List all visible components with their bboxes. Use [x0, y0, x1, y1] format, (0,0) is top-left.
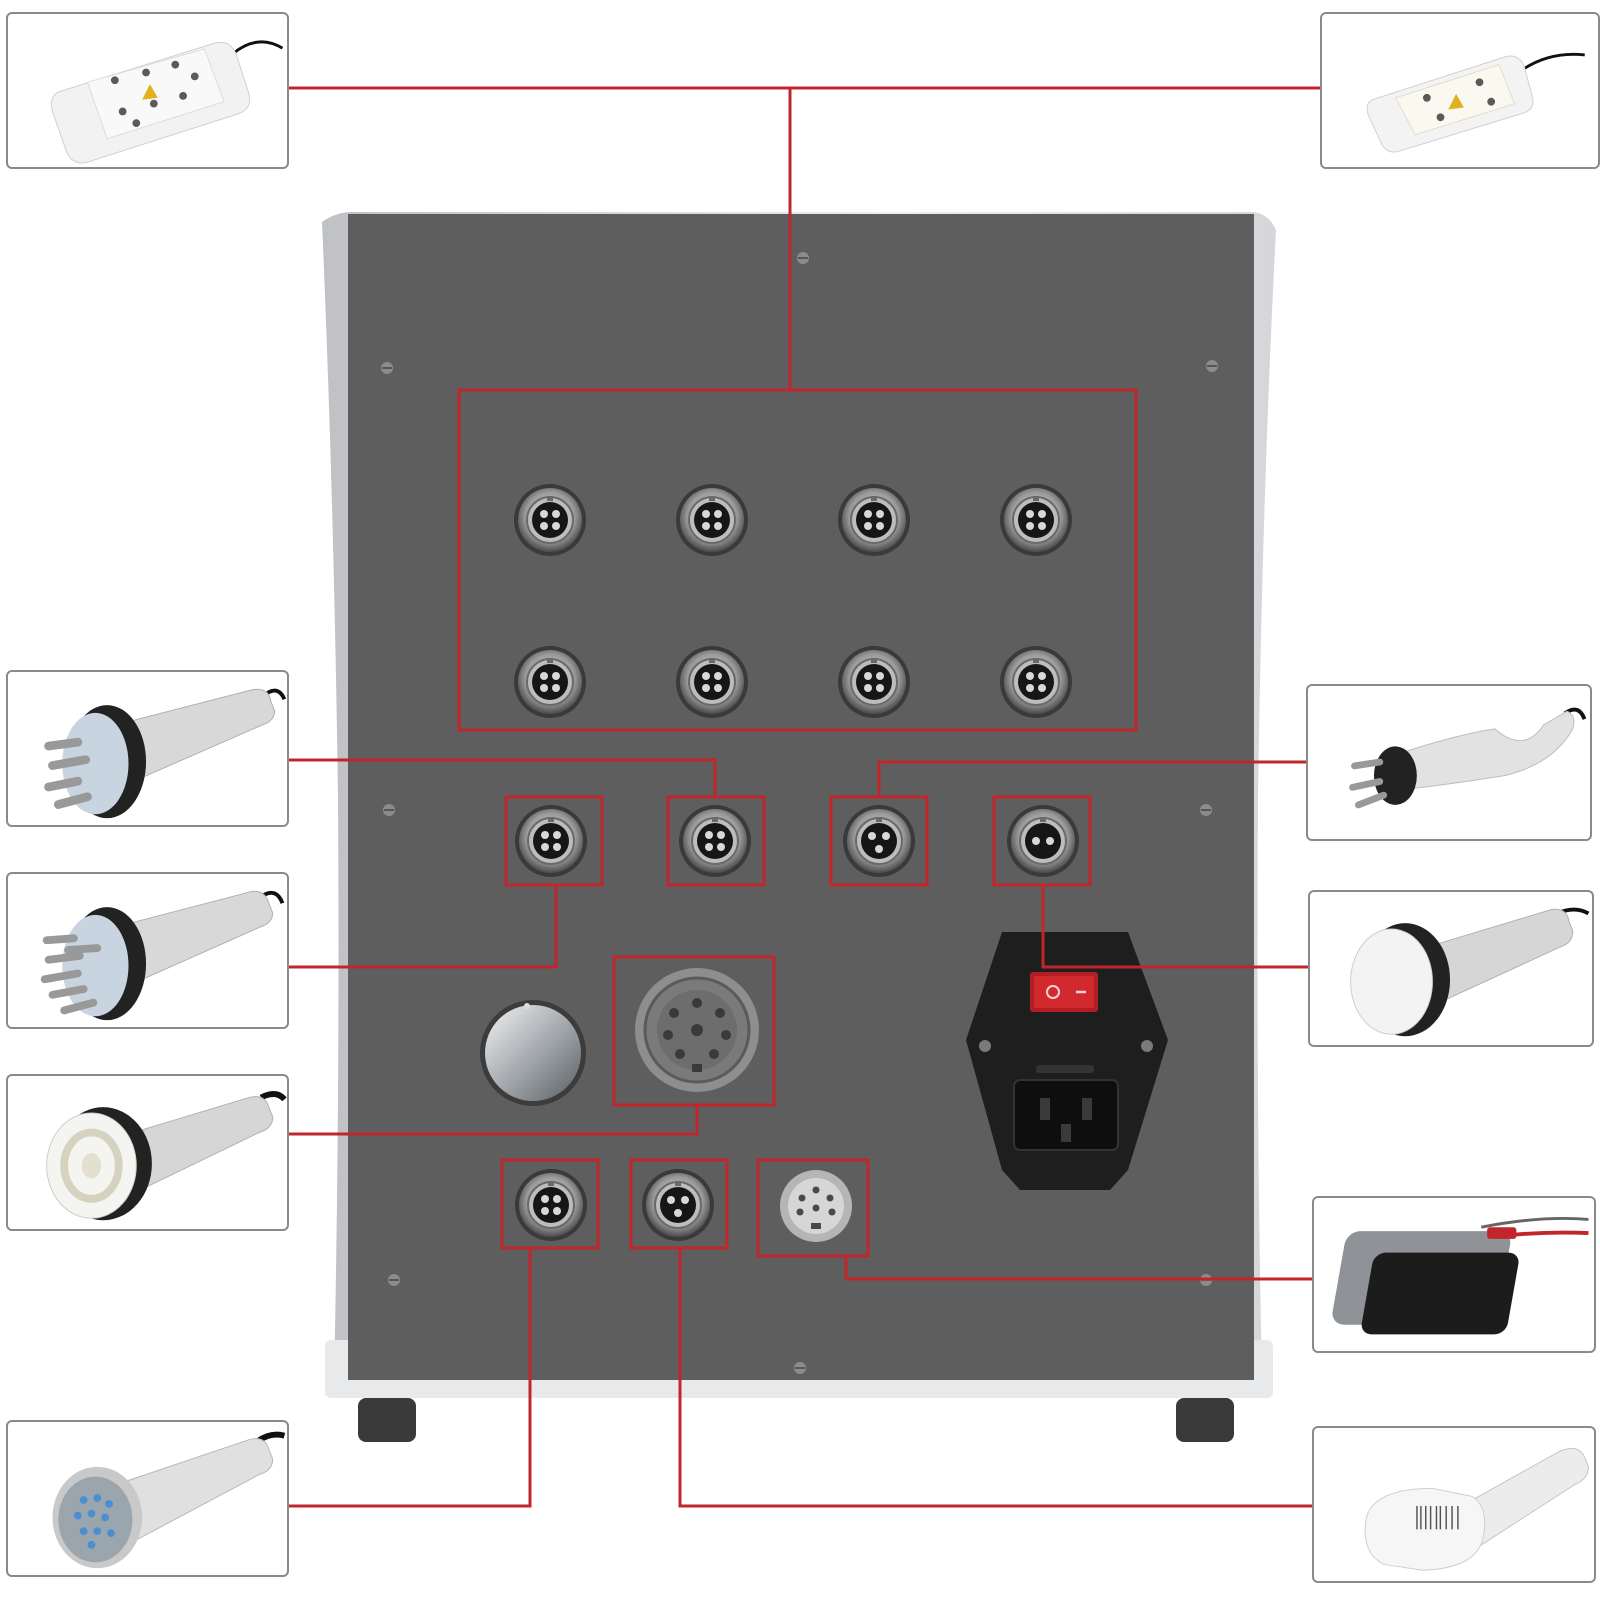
lipo-laser-pad-4-icon — [1320, 12, 1600, 169]
rf-probe-tripolar-icon — [1306, 684, 1592, 841]
rf-port-1-highlight — [504, 795, 604, 887]
aviation-socket-2pin-icon[interactable] — [1007, 805, 1079, 877]
aviation-socket-4pin-icon[interactable] — [514, 484, 586, 556]
cold-hammer-probe-icon — [1312, 1426, 1596, 1583]
aviation-socket-4pin-icon[interactable] — [514, 646, 586, 718]
device-foot-right — [1176, 1398, 1234, 1442]
screw — [1206, 360, 1218, 372]
connector-hammer — [678, 1248, 1312, 1508]
multi-pin-round-socket-icon[interactable] — [635, 968, 759, 1092]
connector-electrode — [844, 1256, 1312, 1281]
screw — [388, 1274, 400, 1286]
screw — [794, 1362, 806, 1374]
din-socket-icon[interactable] — [780, 1170, 852, 1242]
led-port-highlight — [500, 1158, 600, 1250]
aviation-socket-4pin-icon[interactable] — [838, 484, 910, 556]
connector-led — [289, 1248, 532, 1508]
screw — [1200, 804, 1212, 816]
aviation-socket-3pin-icon[interactable] — [843, 805, 915, 877]
rocker-switch-icon[interactable] — [1030, 972, 1098, 1012]
rf-probe-4-pin-icon — [6, 670, 289, 827]
aviation-socket-4pin-icon[interactable] — [676, 646, 748, 718]
device-foot-left — [358, 1398, 416, 1442]
screw — [797, 252, 809, 264]
electrode-pad-icon — [1312, 1196, 1596, 1353]
led-photon-probe-icon — [6, 1420, 289, 1577]
aviation-socket-4pin-icon[interactable] — [515, 805, 587, 877]
connector-cavitation — [1041, 885, 1308, 969]
aviation-socket-4pin-icon[interactable] — [679, 805, 751, 877]
connector-rf-tripolar — [877, 760, 1306, 797]
vacuum-port-highlight — [612, 955, 776, 1107]
vacuum-cup-probe-icon — [6, 1074, 289, 1231]
connector-rf-4pin — [289, 758, 717, 797]
control-knob[interactable] — [480, 1000, 586, 1106]
cavitation-probe-icon — [1308, 890, 1594, 1047]
screw — [381, 362, 393, 374]
lipo-laser-pad-8-icon — [6, 12, 289, 169]
aviation-socket-4pin-icon[interactable] — [1000, 646, 1072, 718]
aviation-socket-4pin-icon[interactable] — [676, 484, 748, 556]
connector-rf-6pin — [289, 885, 558, 969]
aviation-socket-4pin-icon[interactable] — [838, 646, 910, 718]
iec-power-inlet-icon[interactable] — [966, 932, 1168, 1190]
connector-vacuum — [289, 1105, 699, 1136]
aviation-socket-4pin-icon[interactable] — [515, 1169, 587, 1241]
screw — [383, 804, 395, 816]
aviation-socket-3pin-icon[interactable] — [642, 1169, 714, 1241]
lipo-bank-highlight — [457, 388, 1138, 732]
rf-probe-6-pin-icon — [6, 872, 289, 1029]
electrode-port-highlight — [756, 1158, 870, 1258]
aviation-socket-4pin-icon[interactable] — [1000, 484, 1072, 556]
